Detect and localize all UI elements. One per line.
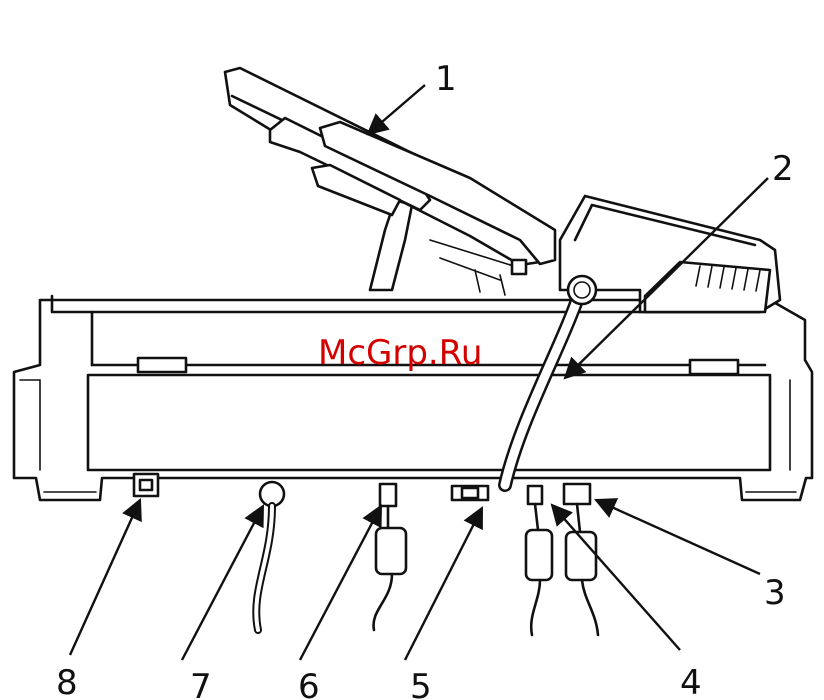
watermark: McGrp.Ru: [318, 333, 482, 373]
callout-1: 1: [435, 59, 457, 99]
callout-5: 5: [410, 667, 432, 700]
callout-7: 7: [190, 667, 212, 700]
callout-2: 2: [772, 149, 794, 189]
parallel-connector: [564, 484, 590, 504]
adf-unit: [225, 68, 555, 295]
callout-6: 6: [298, 667, 320, 700]
hinge-right: [690, 360, 738, 374]
arrow-1: [368, 85, 425, 134]
hinge-left: [138, 358, 186, 372]
callout-8: 8: [56, 663, 78, 700]
power-switch: [134, 474, 158, 496]
arrow-5: [405, 508, 482, 660]
usb-connector: [528, 486, 542, 504]
scanner-body: [14, 296, 812, 500]
callout-4: 4: [680, 663, 702, 700]
callout-3: 3: [764, 573, 786, 613]
arrow-6: [300, 506, 381, 660]
arrow-8: [70, 500, 140, 655]
network-plug: [380, 484, 396, 506]
arrow-7: [182, 506, 263, 660]
arrow-3: [596, 500, 760, 574]
rear-ports: [134, 474, 598, 635]
